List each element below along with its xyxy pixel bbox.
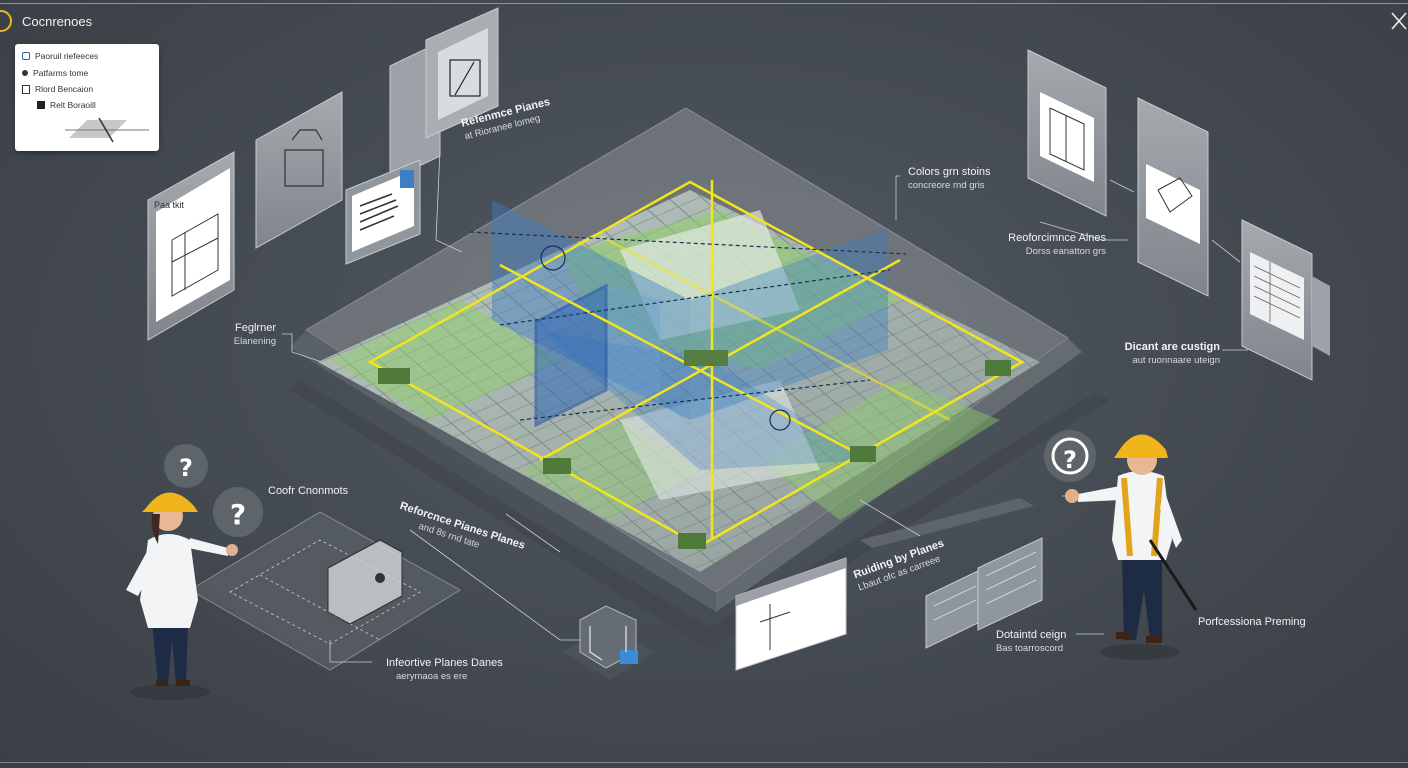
link-icon: [22, 52, 30, 60]
question-bubbles-left: ? ?: [164, 444, 263, 537]
floating-panels-right: [1027, 49, 1330, 381]
callout-sub: Bas toarroscord: [996, 643, 1064, 654]
document-icon: [22, 84, 30, 94]
bottom-border: [0, 762, 1408, 763]
title-bar: Cocnrenoes: [0, 0, 1408, 42]
svg-text:?: ?: [230, 498, 246, 531]
engineer-left: [126, 492, 238, 700]
legend-item-1[interactable]: Paoruil riefeeces: [22, 51, 98, 61]
cube-icon: [562, 605, 656, 680]
legend-item-4[interactable]: Relt Boraoill: [37, 100, 96, 110]
legend-item-label: Paoruil riefeeces: [35, 51, 99, 61]
callout-sub: aerymaoa es ere: [396, 671, 468, 682]
legend-item-label: Rlord Bencaion: [35, 84, 94, 94]
legend-card: Paoruil riefeeces Patfarms tome Rlord Be…: [15, 44, 159, 151]
callout-colors-settings: Colors grn stoins concreore rnd gris: [908, 166, 991, 192]
legend-item-label: Relt Boraoill: [50, 100, 96, 110]
callout-title: Colors grn stoins: [908, 166, 991, 178]
play-icon: [37, 101, 45, 109]
callout-detailed-design: Dotaintd ceign Bas toarroscord: [996, 629, 1066, 655]
svg-text:?: ?: [179, 454, 193, 482]
dot-icon: [22, 70, 28, 76]
holographic-platform: [189, 511, 461, 671]
close-icon[interactable]: [1390, 10, 1408, 32]
question-bubble-right: ?: [1044, 430, 1096, 482]
callout-title: Dicant are custign: [1124, 341, 1220, 353]
callout-title: Reoforcimnce Alnes: [1008, 232, 1106, 244]
callout-title: Dotaintd ceign: [996, 629, 1067, 641]
panel-caption: Paa tkit: [154, 200, 185, 210]
dimension-lines: [469, 231, 907, 431]
callout-title: Coofr Cnonmots: [268, 485, 349, 497]
svg-text:?: ?: [1063, 446, 1077, 474]
callout-title: Infeortive Planes Danes: [386, 657, 503, 669]
leader-lines: [282, 149, 1248, 663]
callout-sub: Elanening: [233, 336, 276, 347]
floating-panels-left: [147, 7, 499, 341]
engineer-right: [1065, 434, 1198, 660]
callout-interactive-planes: Infeortive Planes Danes aerymaoa es ere: [386, 657, 503, 683]
callout-reference-annotations: Reoforcimnce Alnes Dorss eanatton grs: [986, 232, 1106, 258]
callout-sub: Dorss eanatton grs: [1025, 246, 1106, 257]
callout-distant-design: Dicant are custign aut ruonnaare uteign: [1096, 341, 1220, 367]
corner-posts: [378, 350, 1011, 549]
legend-thumbnail: [65, 117, 149, 143]
legend-item-label: Patfarms tome: [33, 68, 89, 78]
legend-item-3[interactable]: Rlord Bencaion: [22, 84, 93, 94]
callout-sub: aut ruonnaare uteign: [1132, 355, 1220, 366]
floor-plan: [318, 190, 1040, 572]
callout-sub: concreore rnd gris: [908, 180, 985, 191]
callout-professional-planning: Porfcessiona Preming: [1198, 616, 1306, 629]
bottom-panels: [735, 498, 1043, 671]
callout-engineer-planning: Feglrner Elanening: [200, 322, 276, 348]
top-border: [0, 3, 1408, 4]
callout-color-controls: Coofr Cnonmots: [268, 485, 348, 498]
legend-item-2[interactable]: Patfarms tome: [22, 68, 88, 78]
callout-title: Porfcessiona Preming: [1198, 616, 1306, 628]
window-title: Cocnrenoes: [22, 14, 93, 29]
callout-title: Feglrner: [235, 322, 276, 334]
